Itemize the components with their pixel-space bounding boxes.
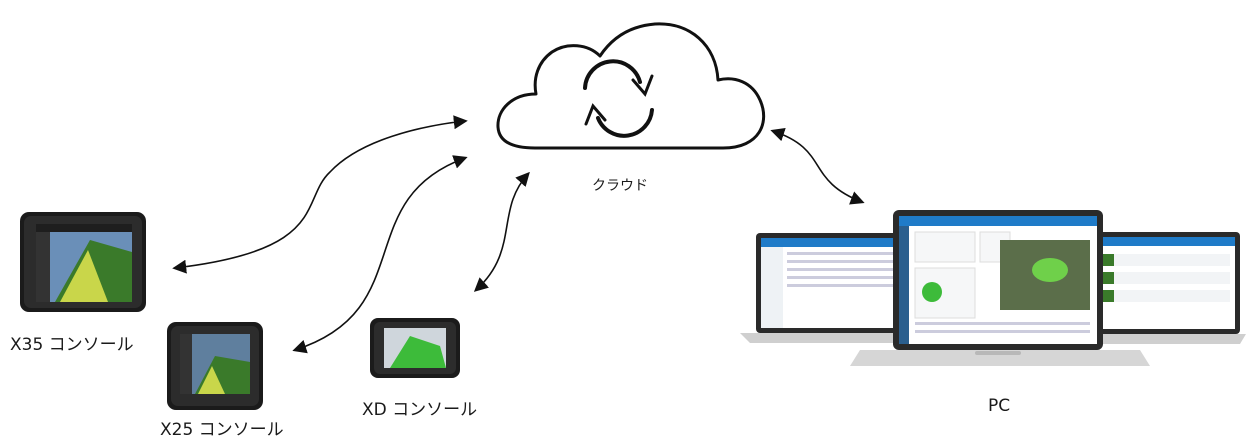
x25-console-device	[167, 322, 263, 410]
pc-laptop-right	[1080, 232, 1246, 344]
pc-label: PC	[988, 396, 1011, 416]
arrow-pc-cloud	[770, 127, 865, 205]
x25-console-label: X25 コンソール	[160, 420, 284, 440]
xd-console-device	[370, 318, 460, 378]
arrow-x25-cloud	[292, 155, 468, 354]
arrow-x35-cloud	[172, 115, 468, 274]
x35-console-device	[20, 212, 146, 312]
pc-laptop-center	[850, 210, 1150, 366]
cloud-label: クラウド	[592, 178, 648, 194]
pc-laptop-left	[740, 233, 920, 343]
cloud-shape	[496, 22, 766, 150]
x35-console-label: X35 コンソール	[10, 335, 134, 355]
arrow-xd-cloud	[473, 171, 530, 292]
sync-icon	[583, 59, 654, 138]
xd-console-label: XD コンソール	[362, 400, 478, 420]
